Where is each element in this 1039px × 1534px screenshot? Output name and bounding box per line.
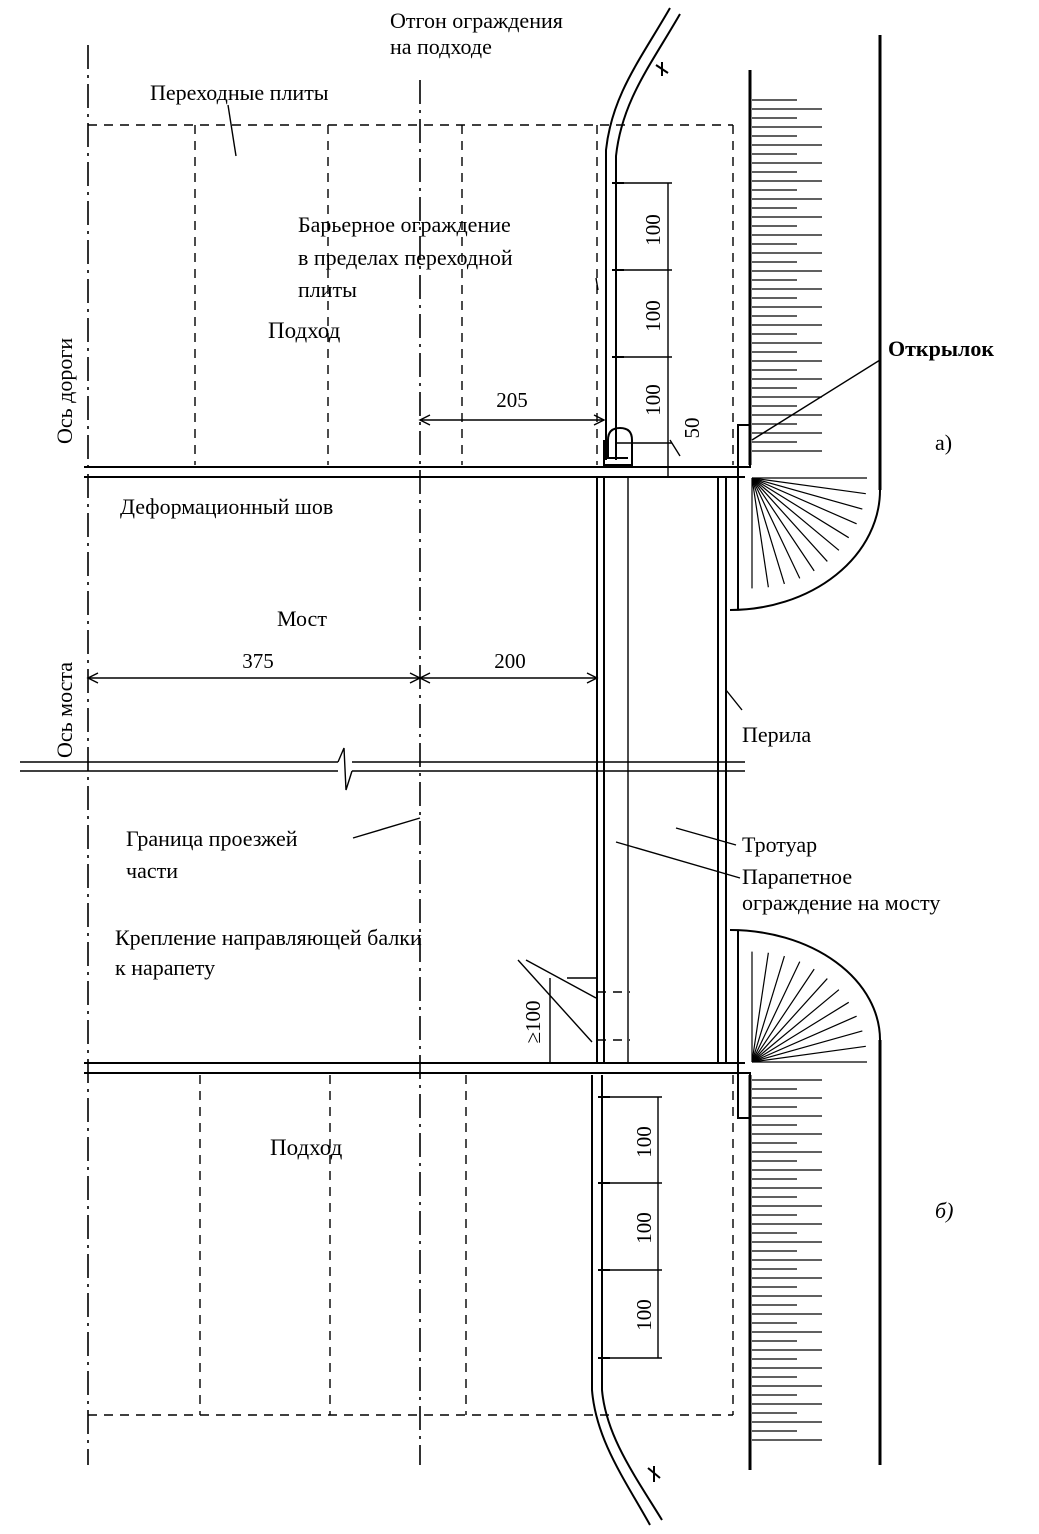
embankment-cone-bottom — [729, 929, 881, 1041]
label-parapet-1: Парапетное — [742, 864, 852, 889]
label-sidewalk: Тротуар — [742, 832, 817, 857]
expansion-joint-top — [84, 466, 745, 478]
label-fastening-2: к нарапету — [115, 955, 215, 980]
dim-top-50: 50 — [680, 418, 704, 439]
dim-200: 200 — [494, 649, 526, 673]
hatch-stroke — [751, 477, 815, 572]
hatch-stroke — [751, 477, 850, 539]
label-view-a: а) — [935, 430, 952, 455]
label-carriageway-2: части — [126, 858, 178, 883]
hatch-stroke — [751, 1015, 857, 1063]
hatch-stroke — [751, 968, 815, 1063]
dim-bot-100-c: 100 — [632, 1299, 656, 1331]
label-carriageway-1: Граница проезжей — [126, 826, 298, 851]
hatch-stroke — [751, 952, 769, 1063]
label-wing-wall: Открылок — [888, 336, 994, 361]
hatch-stroke — [751, 978, 828, 1063]
label-barrier-3: плиты — [298, 277, 357, 302]
guide-rail-bottom — [567, 977, 663, 1526]
label-transition-slabs: Переходные плиты — [150, 80, 329, 105]
dimension-min100 — [517, 959, 597, 1063]
dim-top-100-a: 100 — [641, 214, 665, 246]
embankment-cone-top — [729, 489, 881, 611]
label-road-axis: Ось дороги — [52, 338, 77, 444]
label-otgon-1: Отгон ограждения — [390, 8, 563, 33]
cone-bottom-rays — [751, 951, 867, 1063]
hatch-stroke — [751, 477, 857, 525]
guide-rail-top — [603, 7, 681, 466]
dimension-bottom-chain — [598, 1096, 662, 1359]
label-fastening-1: Крепление направляющей балки — [115, 925, 422, 950]
leader-lines — [227, 104, 881, 879]
dim-bot-100-b: 100 — [632, 1212, 656, 1244]
dimension-205 — [418, 414, 606, 426]
bottom-transition-slabs — [88, 1075, 734, 1416]
dimension-375-200 — [86, 672, 599, 684]
dim-min100: ≥100 — [521, 1000, 545, 1043]
hatch-stroke — [751, 477, 769, 588]
cone-top-rays — [751, 477, 867, 589]
label-expansion-joint: Деформационный шов — [120, 494, 333, 519]
dim-bot-100-a: 100 — [632, 1126, 656, 1158]
hatch-stroke — [751, 477, 828, 562]
slope-hatching-top — [752, 99, 822, 452]
bridge-railing — [717, 477, 727, 1063]
label-railing: Перила — [742, 722, 811, 747]
label-bridge: Мост — [277, 606, 327, 631]
hatch-stroke — [751, 477, 863, 510]
label-view-b: б) — [935, 1198, 953, 1223]
hatch-stroke — [751, 955, 785, 1063]
label-otgon-2: на подходе — [390, 34, 492, 59]
expansion-joint-bottom — [84, 1062, 745, 1074]
hatch-stroke — [751, 477, 840, 551]
wing-wall — [737, 35, 882, 1470]
label-barrier-2: в пределах переходной — [298, 245, 513, 270]
dim-top-100-c: 100 — [641, 384, 665, 416]
label-parapet-2: ограждение на мосту — [742, 890, 940, 915]
hatch-stroke — [751, 1001, 850, 1063]
label-approach-bottom: Подход — [270, 1135, 343, 1160]
label-bridge-axis: Ось моста — [52, 662, 77, 758]
hatch-stroke — [751, 1030, 863, 1063]
slope-hatching-bottom — [752, 1079, 822, 1441]
hatch-stroke — [751, 477, 801, 579]
hatch-stroke — [751, 477, 866, 495]
dim-375: 375 — [242, 649, 274, 673]
dimension-top-chain — [612, 182, 681, 478]
label-barrier-1: Барьерное ограждение — [298, 212, 511, 237]
label-approach-top: Подход — [268, 318, 341, 343]
hatch-stroke — [751, 961, 801, 1063]
hatch-stroke — [751, 1045, 866, 1063]
dim-top-100-b: 100 — [641, 300, 665, 332]
top-transition-slabs — [88, 124, 734, 465]
bridge-parapet — [596, 477, 629, 1063]
hatch-stroke — [751, 989, 840, 1063]
dim-205: 205 — [496, 388, 528, 412]
break-line — [20, 747, 745, 791]
hatch-stroke — [751, 477, 785, 585]
